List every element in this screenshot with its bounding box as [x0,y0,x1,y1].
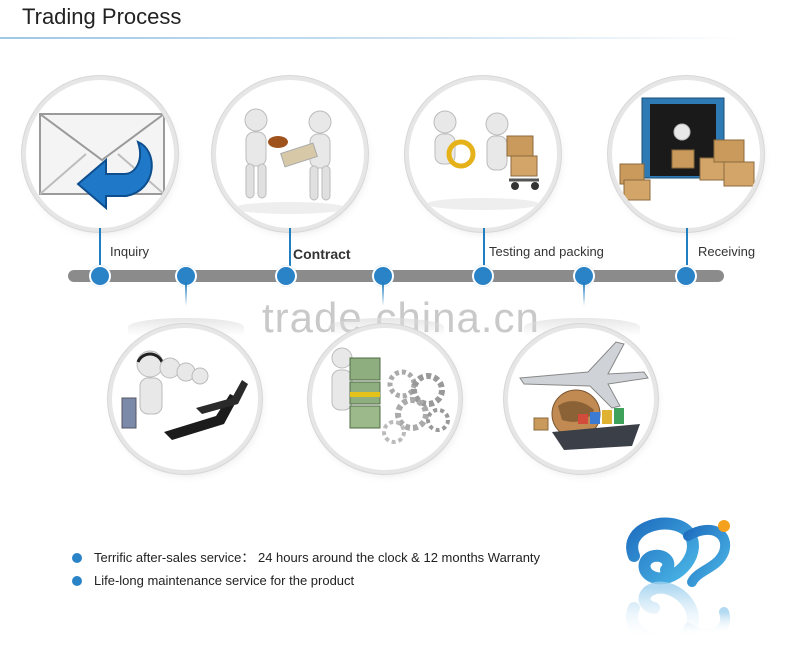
timeline-node-shipping [573,265,595,287]
shipping-reflection [524,318,640,336]
plane-ship-globe-icon [519,341,649,450]
receiving-image [612,80,760,228]
handshake-contract-icon [234,108,346,214]
step-label-inquiry: Inquiry [110,244,150,259]
title-divider [0,37,740,39]
bullet-dot-icon [72,576,82,586]
inspection-packing-icon [427,110,539,210]
inquiry-image [26,80,174,228]
timeline-node-payment [372,265,394,287]
timeline-node-service [175,265,197,287]
timeline-node-contract [275,265,297,287]
contract-image [216,80,364,228]
step-label-testing: Testing and packing [489,244,604,259]
timeline-node-receiving [675,265,697,287]
timeline-bar [68,270,724,282]
swirl-logo-icon [626,517,731,647]
step-label-contract: Contract [293,246,351,262]
bullet-text: Terrific after-sales service： 24 hours a… [94,550,541,565]
call-center-icon [121,350,248,440]
envelope-reply-icon [39,113,165,211]
bullet-maintenance: Life-long maintenance service for the pr… [72,573,354,588]
receiving-connector [686,228,688,276]
service-reflection [128,318,244,336]
bullet-dot-icon [72,553,82,563]
testing-connector [483,228,485,276]
bullet-after-sales: Terrific after-sales service： 24 hours a… [72,547,540,566]
contract-connector [289,228,291,276]
payment-connector [382,282,384,306]
money-gears-icon [331,347,450,444]
shipping-image [508,328,654,470]
shipping-connector [583,282,585,306]
page-title: Trading Process [22,4,182,29]
testing-packing-image [409,80,557,228]
container-boxes-icon [619,97,755,201]
payment-image [312,328,458,470]
service-connector [185,282,187,306]
timeline-node-testing [472,265,494,287]
step-label-receiving: Receiving [698,244,756,259]
inquiry-connector [99,228,101,276]
service-image [112,328,258,470]
timeline-node-inquiry [89,265,111,287]
payment-reflection [328,318,444,336]
bullet-text: Life-long maintenance service for the pr… [94,573,355,588]
company-logo [612,512,742,660]
